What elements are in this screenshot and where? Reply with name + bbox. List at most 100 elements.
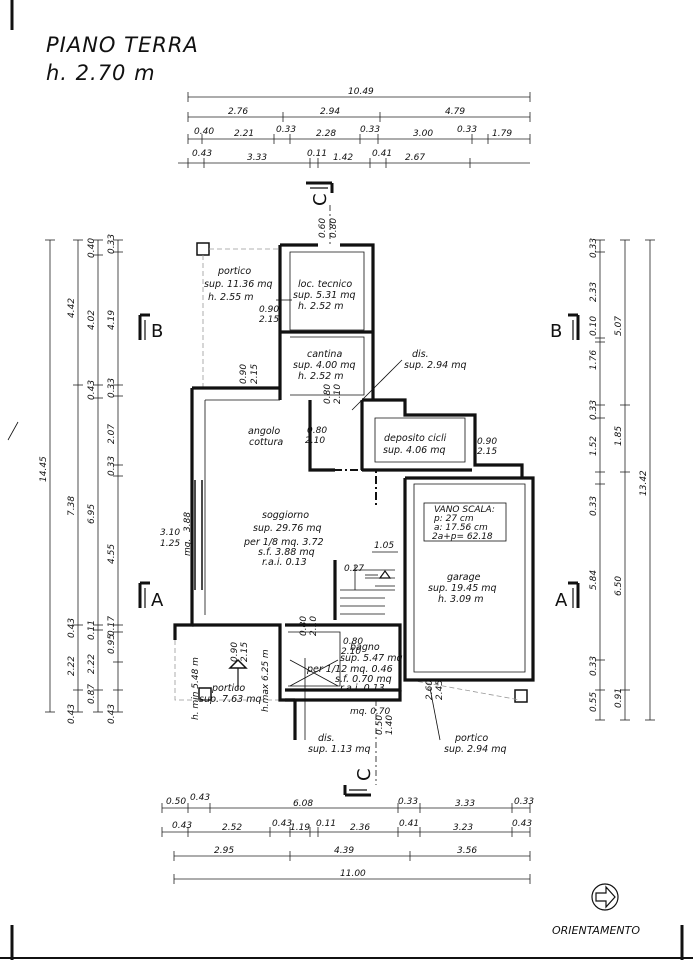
svg-text:mq. 0.70: mq. 0.70 [350,707,391,717]
svg-text:VANO SCALA:: VANO SCALA: [434,505,495,515]
svg-text:loc. tecnico: loc. tecnico [298,279,352,290]
svg-text:r.a.i. 0.13: r.a.i. 0.13 [340,683,385,694]
dim-label: 0.17 [107,616,117,636]
dim-label: 14.45 [39,456,49,482]
svg-text:3.10: 3.10 [160,528,180,538]
svg-text:A: A [151,590,164,611]
room-portico-bottom-left: portico sup. 7.63 mq [199,683,262,705]
svg-text:s.f. 0.70 mq: s.f. 0.70 mq [335,674,392,685]
svg-text:0.90: 0.90 [239,364,249,384]
svg-text:sup. 29.76 mq: sup. 29.76 mq [253,523,322,534]
svg-text:0.27: 0.27 [344,564,364,574]
dim-label: 2.22 [67,656,77,676]
section-cut-line [334,469,377,505]
svg-text:p: 27 cm: p: 27 cm [433,514,474,524]
stair-arrow [378,569,392,579]
svg-text:cottura: cottura [249,437,283,448]
dim-label: 7.38 [67,496,77,516]
svg-text:a: 17.56 cm: a: 17.56 cm [434,523,488,533]
dim-label: 0.33 [457,125,477,135]
svg-text:sup. 2.94 mq: sup. 2.94 mq [404,360,467,371]
svg-text:mq.: mq. [183,539,193,556]
dim-label: 0.43 [192,149,212,159]
svg-text:A: A [555,590,568,611]
right-dimensions: 0.33 2.33 0.10 1.76 0.33 1.52 0.33 5.84 … [589,238,655,721]
section-marker-c-top: C [306,181,334,206]
room-portico-top: portico sup. 11.36 mq h. 2.55 m [204,266,273,303]
svg-text:sup. 1.13 mq: sup. 1.13 mq [308,744,371,755]
section-marker-a-left: A [138,581,164,611]
dim-label: 1.52 [589,436,599,456]
dim-label: 0.43 [512,819,532,829]
svg-text:2.45: 2.45 [435,680,445,700]
dim-label: 3.00 [413,129,433,139]
dim-label: 0.33 [107,456,117,476]
dim-label: 4.19 [107,310,117,330]
dim-label: 10.49 [348,87,374,97]
svg-text:sup. 19.45 mq: sup. 19.45 mq [428,583,497,594]
svg-text:s.f. 3.88 mq: s.f. 3.88 mq [258,547,315,558]
svg-text:h. 3.09 m: h. 3.09 m [438,594,484,605]
dim-label: 0.33 [276,125,296,135]
dim-label: 0.33 [107,378,117,398]
svg-text:C: C [310,193,331,206]
svg-text:2.15: 2.15 [259,315,279,325]
room-dis-top: dis. sup. 2.94 mq [404,349,467,371]
left-dimensions: 14.45 4.42 7.38 0.43 2.22 0.43 0.40 4.02… [39,234,123,724]
svg-text:0.80: 0.80 [299,616,309,636]
dim-label: 0.43 [87,380,97,400]
dim-label: 0.11 [87,620,97,640]
dim-label: 2.76 [228,107,248,117]
svg-text:2.10: 2.10 [341,647,361,657]
svg-text:2.15: 2.15 [250,364,260,384]
room-portico-bottom-right: portico sup. 2.94 mq [444,733,507,755]
room-soggiorno: soggiorno sup. 29.76 mq per 1/8 mq. 3.72… [243,510,324,568]
dim-label: 0.43 [107,704,117,724]
svg-text:0.90: 0.90 [230,642,240,662]
dim-label: 0.33 [360,125,380,135]
svg-text:2.60: 2.60 [425,680,435,700]
dim-label: 2.33 [589,282,599,302]
dim-label: 2.95 [214,846,234,856]
dim-label: 2.21 [234,129,254,139]
section-marker-b-right: B [550,313,580,342]
top-dimensions: 10.49 2.76 2.94 4.79 0.40 2.21 0.33 2.28… [178,87,531,168]
room-bagno: bagno sup. 5.47 mq per 1/12 mq. 0.46 s.f… [306,642,403,694]
svg-text:h. 2.52 m: h. 2.52 m [298,371,344,382]
svg-text:sup. 7.63 mq: sup. 7.63 mq [199,694,262,705]
svg-text:C: C [354,768,375,781]
dim-label: 0.33 [398,797,418,807]
svg-text:per 1/12 mq. 0.46: per 1/12 mq. 0.46 [306,664,393,675]
svg-text:2.15: 2.15 [240,642,250,662]
bottom-dimensions: 0.50 0.43 6.08 0.33 3.33 0.33 0.43 2.52 … [161,793,534,884]
orientation-label: ORIENTAMENTO [552,924,640,937]
svg-text:sup. 11.36 mq: sup. 11.36 mq [204,279,273,290]
dim-label: 1.85 [614,426,624,446]
svg-text:r.a.i. 0.13: r.a.i. 0.13 [262,557,307,568]
dim-label: 4.42 [67,298,77,318]
dim-label: 0.41 [399,819,419,829]
dim-label: 2.28 [316,129,336,139]
dim-label: 5.84 [589,570,599,590]
dim-label: 4.39 [334,846,354,856]
svg-text:0.80: 0.80 [329,218,339,238]
svg-text:h.max 6.25 m: h.max 6.25 m [261,649,271,712]
dim-label: 0.40 [87,238,97,258]
room-garage: garage sup. 19.45 mq h. 3.09 m [428,572,497,605]
dim-label: 0.33 [589,238,599,258]
dim-label: 1.42 [333,153,353,163]
room-angolo-cottura: angolo cottura [248,426,283,448]
dim-label: 6.95 [87,504,97,524]
dim-label: 0.33 [589,496,599,516]
svg-text:0.80: 0.80 [323,384,333,404]
dim-label: 13.42 [639,470,649,496]
svg-text:per 1/8 mq. 3.72: per 1/8 mq. 3.72 [243,537,324,548]
dim-label: 0.33 [589,656,599,676]
dim-label: 3.33 [455,799,475,809]
dim-label: 6.08 [293,799,313,809]
dim-label: 0.40 [194,127,214,137]
room-deposito-cicli: deposito cicli sup. 4.06 mq [383,433,447,456]
svg-text:2.10: 2.10 [309,616,319,636]
dim-label: 0.55 [589,692,599,712]
